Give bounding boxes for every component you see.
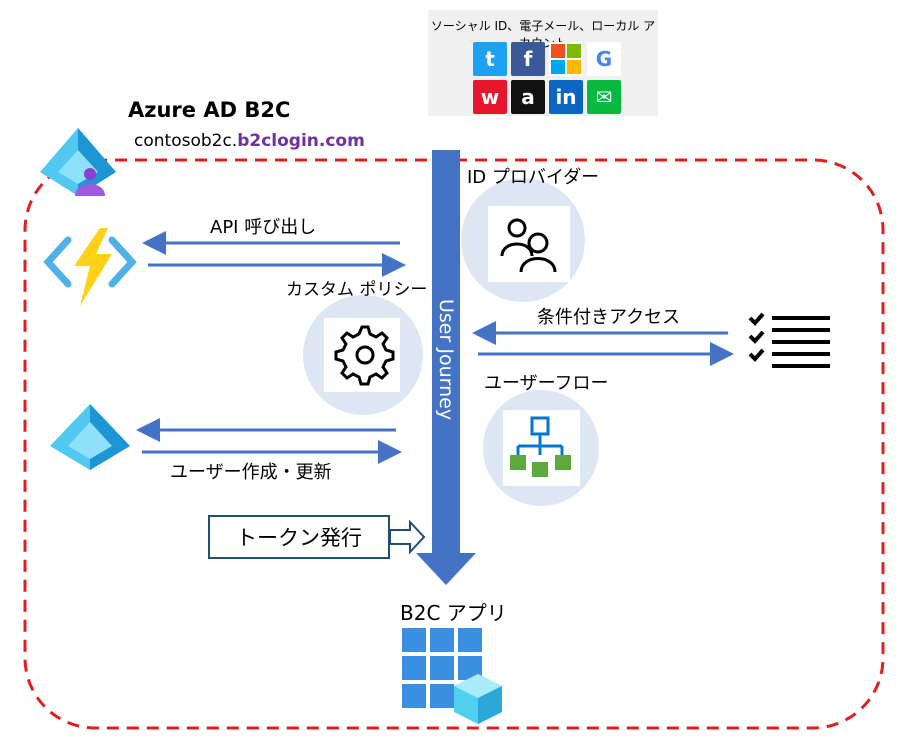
api-call-label: API 呼び出し — [210, 217, 317, 238]
azure-ad-b2c-icon — [40, 128, 116, 196]
microsoft-icon — [549, 42, 583, 76]
tenant-domain: contosob2c.b2clogin.com — [134, 131, 365, 151]
user-journey-label: User Journey — [435, 299, 457, 421]
custom-policy-label: カスタム ポリシー — [286, 280, 428, 300]
twitter-icon: t — [473, 42, 507, 76]
checklist-icon — [748, 312, 830, 368]
wechat-icon: ✉ — [587, 80, 621, 114]
id-provider-label: ID プロバイダー — [467, 167, 600, 188]
linkedin-icon: in — [549, 80, 583, 114]
facebook-icon: f — [511, 42, 545, 76]
user-flow-label: ユーザーフロー — [484, 373, 609, 394]
flow-icon — [510, 416, 571, 477]
conditional-access-label: 条件付きアクセス — [537, 307, 681, 328]
b2c-app-icon — [402, 628, 502, 724]
b2c-app-label: B2C アプリ — [400, 601, 507, 625]
amazon-icon: a — [511, 80, 545, 114]
user-create-update-label: ユーザー作成・更新 — [170, 462, 332, 483]
azure-functions-icon — [43, 228, 137, 306]
azure-ad-b2c-title: Azure AD B2C — [128, 98, 291, 122]
token-arrow — [389, 519, 426, 555]
gear-icon — [334, 325, 395, 386]
social-identity-panel: ソーシャル ID、電子メール、ローカル アカウント t f G w a in ✉ — [428, 10, 658, 116]
azure-ad-icon — [50, 404, 130, 470]
tenant-domain-prefix: contosob2c. — [134, 131, 238, 151]
users-icon — [500, 218, 557, 273]
token-issue-label: トークン発行 — [236, 526, 362, 550]
user-journey-arrow — [416, 150, 476, 585]
tenant-domain-bold: b2clogin.com — [237, 131, 365, 151]
token-issue-box: トークン発行 — [208, 515, 390, 559]
google-icon: G — [587, 42, 621, 76]
weibo-icon: w — [473, 80, 507, 114]
b2c-boundary — [23, 158, 885, 730]
